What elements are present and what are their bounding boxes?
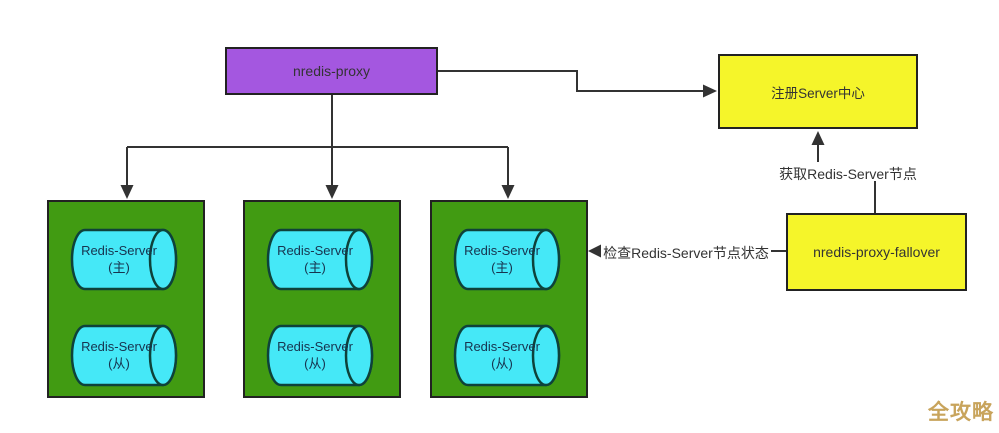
edge-fallover-to-registry: [817, 145, 876, 213]
redis-role: (主): [491, 259, 513, 275]
proxy-node: nredis-proxy: [225, 47, 438, 95]
redis-role: (主): [304, 259, 326, 275]
arrowhead-left-icon: [588, 244, 601, 258]
fallover-node-label: nredis-proxy-fallover: [813, 244, 940, 260]
proxy-node-label: nredis-proxy: [292, 63, 371, 79]
redis-master-cylinder: Redis-Server (主): [452, 228, 566, 291]
redis-master-cylinder: Redis-Server (主): [69, 228, 183, 291]
redis-cluster-2: Redis-Server (主) Redis-Server (从): [243, 200, 401, 398]
arrowhead-down-icon: [501, 185, 515, 199]
cylinder-icon: [453, 324, 561, 387]
edge-label-check-status: 检查Redis-Server节点状态: [603, 245, 769, 261]
redis-role: (从): [491, 355, 513, 371]
cylinder-icon: [266, 228, 374, 291]
redis-slave-label: Redis-Server (从): [265, 324, 365, 387]
redis-master-label: Redis-Server (主): [69, 228, 169, 291]
fallover-node: nredis-proxy-fallover: [786, 213, 967, 291]
registry-center-label: 注册Server中心: [771, 85, 865, 101]
arrowhead-up-icon: [811, 131, 825, 145]
redis-name: Redis-Server: [81, 242, 157, 258]
cylinder-icon: [266, 324, 374, 387]
edge-proxy-to-registry: [438, 70, 704, 92]
redis-master-label: Redis-Server (主): [452, 228, 552, 291]
redis-role: (主): [108, 259, 130, 275]
redis-master-label: Redis-Server (主): [265, 228, 365, 291]
redis-slave-cylinder: Redis-Server (从): [265, 324, 379, 387]
redis-role: (从): [304, 355, 326, 371]
redis-slave-label: Redis-Server (从): [452, 324, 552, 387]
cylinder-icon: [453, 228, 561, 291]
redis-name: Redis-Server: [81, 338, 157, 354]
redis-slave-cylinder: Redis-Server (从): [69, 324, 183, 387]
arrowhead-down-icon: [325, 185, 339, 199]
cylinder-icon: [70, 228, 178, 291]
redis-slave-cylinder: Redis-Server (从): [452, 324, 566, 387]
registry-center-node: 注册Server中心: [718, 54, 918, 129]
redis-name: Redis-Server: [464, 338, 540, 354]
redis-name: Redis-Server: [277, 338, 353, 354]
watermark-text: 全攻略: [928, 401, 994, 424]
arrowhead-down-icon: [120, 185, 134, 199]
redis-name: Redis-Server: [464, 242, 540, 258]
arrowhead-right-icon: [703, 84, 717, 98]
redis-cluster-1: Redis-Server (主) Redis-Server (从): [47, 200, 205, 398]
redis-name: Redis-Server: [277, 242, 353, 258]
redis-master-cylinder: Redis-Server (主): [265, 228, 379, 291]
redis-slave-label: Redis-Server (从): [69, 324, 169, 387]
redis-cluster-3: Redis-Server (主) Redis-Server (从): [430, 200, 588, 398]
edge-label-get-nodes: 获取Redis-Server节点: [779, 166, 917, 182]
redis-role: (从): [108, 355, 130, 371]
cylinder-icon: [70, 324, 178, 387]
edge-proxy-to-clusters: [126, 95, 509, 186]
